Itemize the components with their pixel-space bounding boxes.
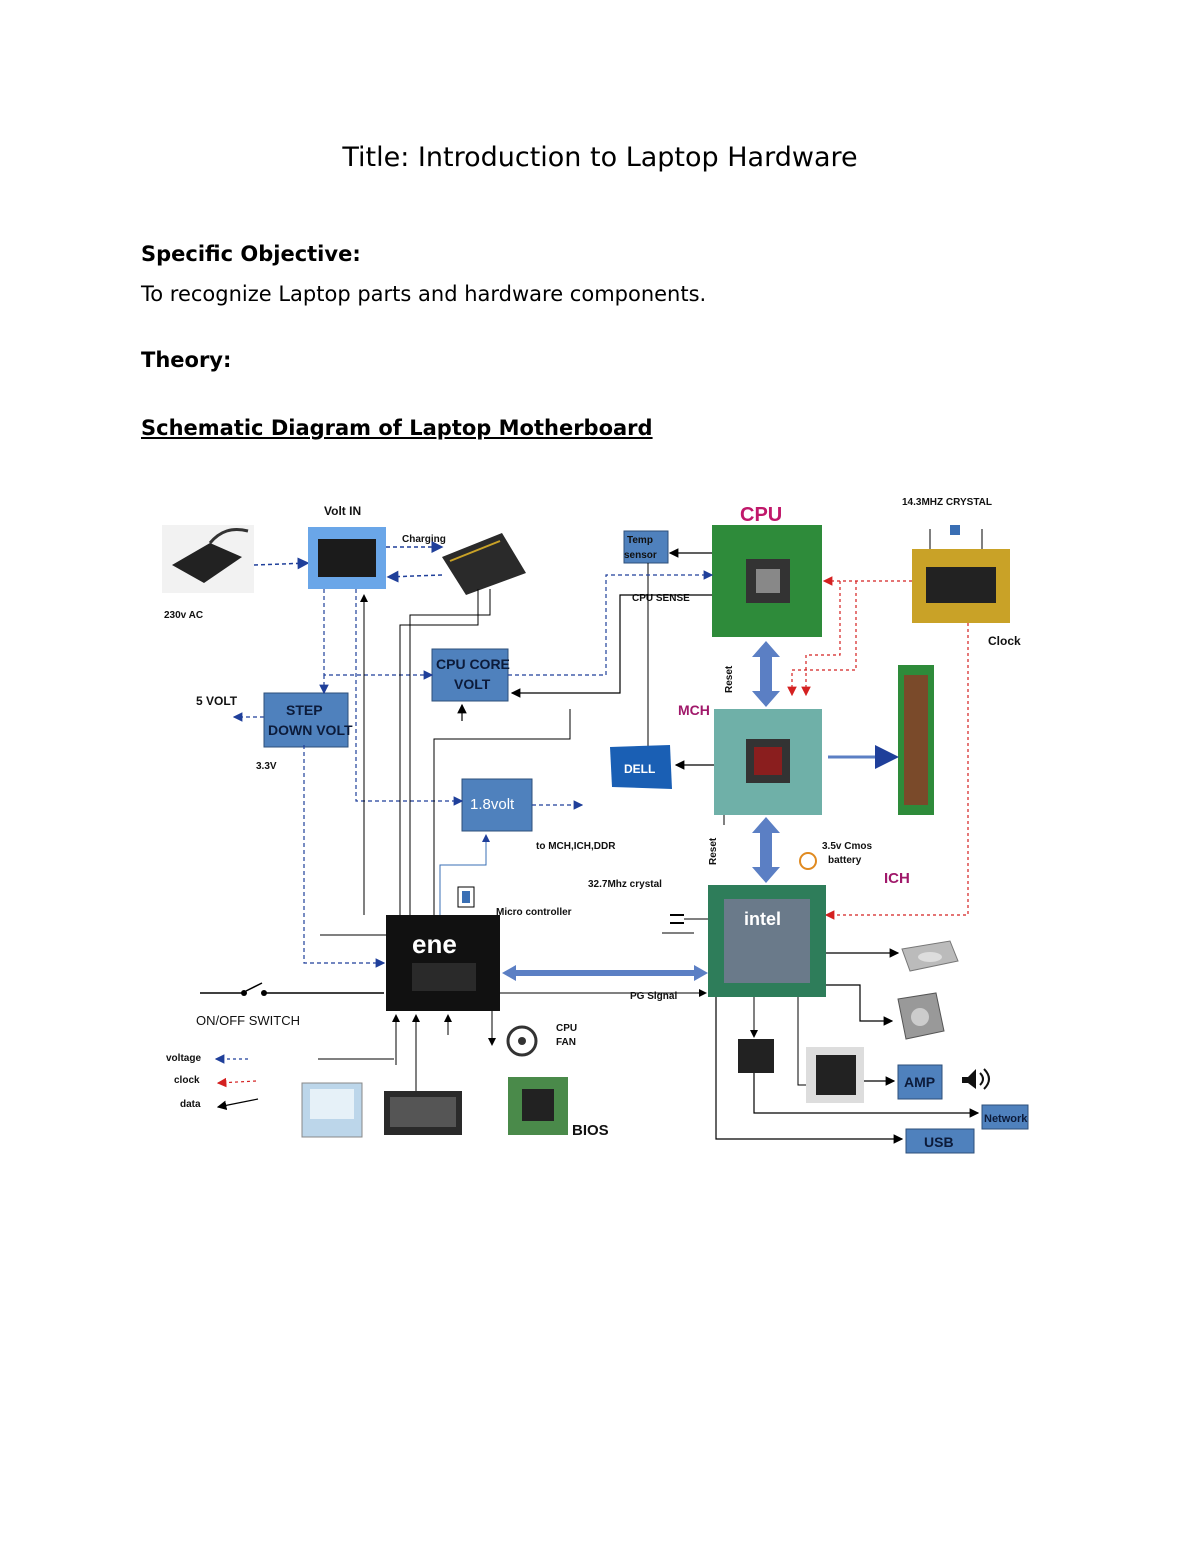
cpu-fan-image: [506, 1025, 538, 1057]
dell-monitor-image: DELL: [610, 745, 672, 789]
cmos-line1: 3.5v Cmos: [822, 841, 872, 852]
to-mch-label: to MCH,ICH,DDR: [536, 841, 616, 852]
amp-box: [897, 1064, 943, 1100]
ene-logo-text: ene: [412, 929, 457, 959]
temp-sensor-line1: Temp: [627, 535, 653, 546]
cpu-sense-label: CPU SENSE: [632, 593, 690, 604]
usb-box: [905, 1128, 975, 1154]
legend-data-label: data: [180, 1099, 201, 1110]
ene-ich-bus-arrow: [502, 965, 708, 981]
ene-chip-image: ene: [386, 915, 500, 1011]
step-down-line2: DOWN VOLT: [268, 722, 353, 738]
legend-clock-label: clock: [174, 1075, 200, 1086]
hard-drive-image: [897, 992, 945, 1040]
cpu-core-volt-line2: VOLT: [454, 676, 491, 692]
on-off-switch-symbol: [200, 982, 384, 996]
legend-clock-line: [216, 1077, 257, 1088]
dell-logo-text: DELL: [624, 762, 655, 776]
on-off-label: ON/OFF SWITCH: [196, 1013, 300, 1028]
temp-sensor-box: [623, 530, 669, 564]
objective-heading: Specific Objective:: [141, 242, 361, 266]
ich-chip-image: intel: [708, 885, 826, 997]
cpu-fan-line2: FAN: [556, 1037, 576, 1048]
objective-text: To recognize Laptop parts and hardware c…: [141, 282, 707, 306]
step-down-volt-box: [263, 692, 349, 748]
cpu-fan-line1: CPU: [556, 1023, 577, 1034]
ich-label: ICH: [884, 870, 910, 887]
bios-label: BIOS: [572, 1122, 609, 1139]
speaker-icon: [962, 1068, 990, 1090]
ram-module-image: [898, 665, 934, 815]
micro-controller-label: Micro controller: [496, 907, 572, 918]
cpu-core-volt-line1: CPU CORE: [436, 656, 510, 672]
theory-heading: Theory:: [141, 348, 232, 372]
legend-data-line: [216, 1098, 259, 1111]
network-box: [981, 1104, 1029, 1130]
touchpad-image: [301, 1082, 363, 1138]
three-three-label: 3.3V: [256, 761, 277, 772]
audio-chip-image: [806, 1047, 864, 1103]
battery-image: [442, 533, 526, 595]
mch-label: MCH: [678, 702, 710, 718]
pg-signal-label: PG Signal: [630, 991, 677, 1002]
usb-label: USB: [924, 1134, 954, 1150]
step-down-line1: STEP: [286, 702, 323, 718]
five-volt-label: 5 VOLT: [196, 694, 238, 708]
crystal-32-label: 32.7Mhz crystal: [588, 879, 662, 890]
cpu-chip-image: [712, 525, 822, 637]
optical-drive-image: [901, 940, 959, 972]
network-label: Network: [984, 1113, 1028, 1125]
motherboard-schematic-diagram: 230v AC Volt IN Charging CPU Temp sensor…: [162, 497, 1029, 1154]
ac-label: 230v AC: [164, 610, 203, 621]
micro-controller-crystal: [457, 886, 475, 908]
crystal-32-image: [662, 914, 708, 934]
ac-adapter-image: [162, 525, 254, 593]
cmos-battery-icon: [799, 852, 817, 870]
cpu-mch-bus-arrow: [752, 641, 780, 707]
cpu-label: CPU: [740, 504, 782, 526]
bios-chip-image: [508, 1077, 568, 1135]
charging-label: Charging: [402, 534, 446, 545]
volt-in-chip-image: [308, 527, 386, 589]
mch-chip-image: [714, 709, 822, 815]
one-eight-volt-text: 1.8volt: [470, 796, 515, 813]
cmos-line2: battery: [828, 855, 862, 866]
amp-label: AMP: [904, 1074, 935, 1090]
keyboard-image: [384, 1091, 462, 1135]
one-eight-volt-box: [461, 778, 533, 832]
crystal-label: 14.3MHZ CRYSTAL: [902, 497, 992, 508]
diagram-heading: Schematic Diagram of Laptop Motherboard: [141, 416, 653, 440]
clock-label: Clock: [988, 634, 1021, 648]
volt-in-label: Volt IN: [324, 504, 361, 518]
reset-top-label: Reset: [724, 665, 735, 693]
legend-voltage-label: voltage: [166, 1053, 201, 1064]
reset-bottom-label: Reset: [708, 837, 719, 865]
temp-sensor-line2: sensor: [624, 550, 657, 561]
document-title: Title: Introduction to Laptop Hardware: [342, 142, 858, 173]
mch-ich-bus-arrow: [752, 817, 780, 883]
intel-logo-text: intel: [744, 909, 781, 929]
network-chip-image: [738, 1039, 774, 1073]
crystal-chip-image: [912, 525, 1010, 623]
